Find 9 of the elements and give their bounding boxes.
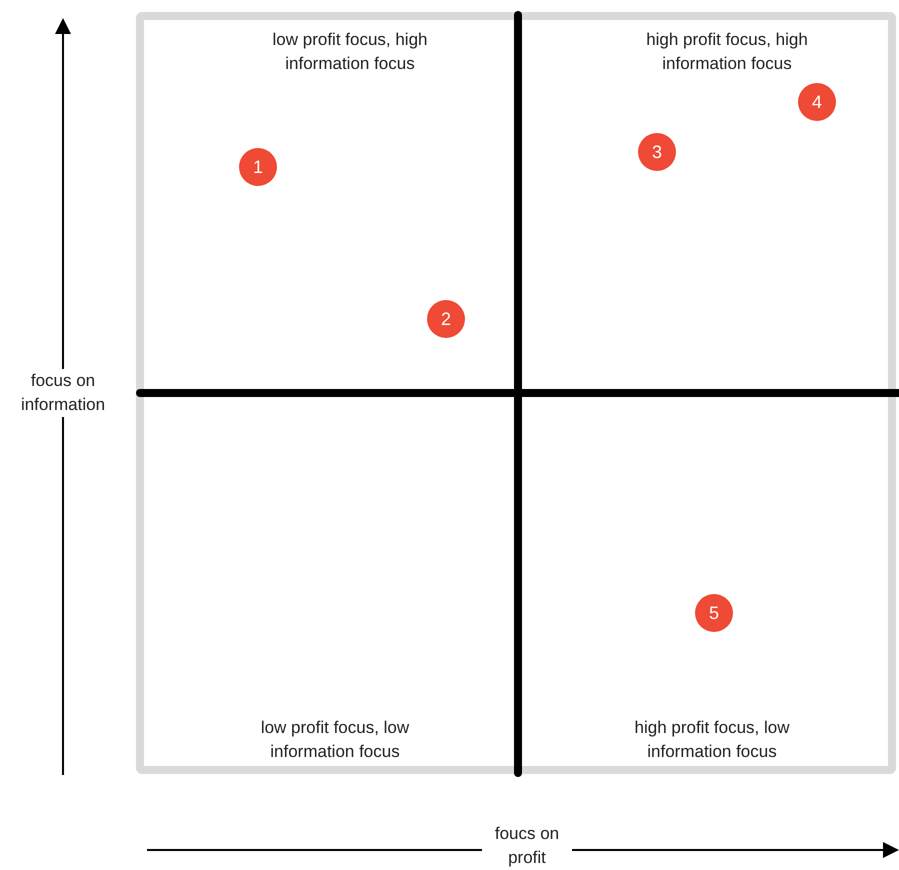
numbered-marker: 2 [427, 300, 465, 338]
quadrant-label: low profit focus, low information focus [260, 717, 410, 763]
numbered-marker: 1 [239, 148, 277, 186]
quadrant-label: high profit focus, low information focus [634, 717, 790, 763]
numbered-marker: 5 [695, 594, 733, 632]
quadrant-label: low profit focus, high information focus [272, 29, 428, 75]
quadrant-label: high profit focus, high information focus [645, 29, 809, 75]
numbered-marker: 3 [638, 133, 676, 171]
numbered-marker: 4 [798, 83, 836, 121]
